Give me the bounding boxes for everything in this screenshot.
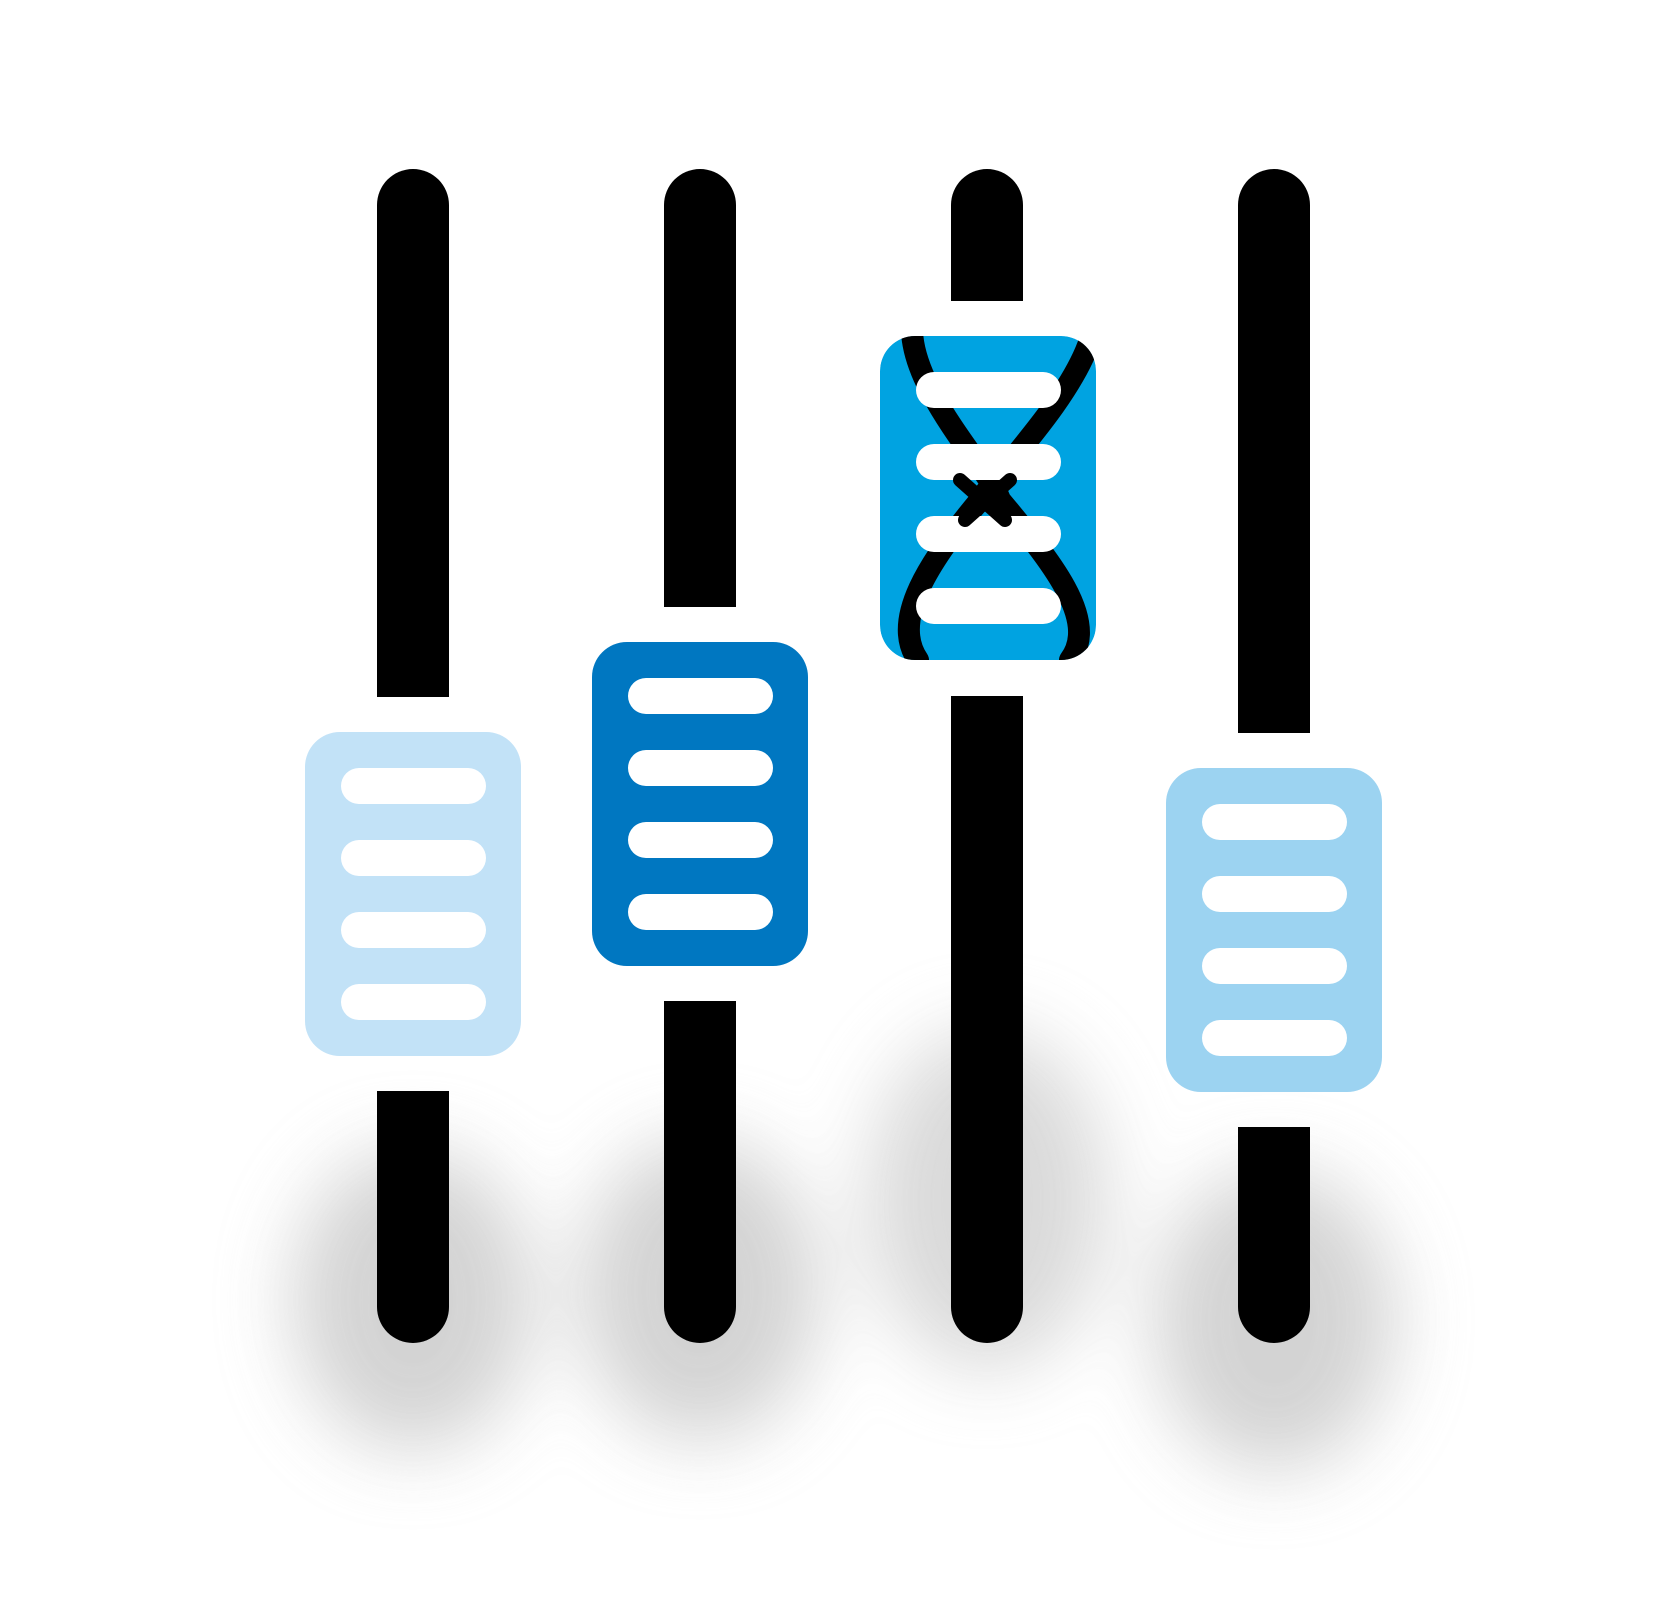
slider-4[interactable]	[1166, 169, 1382, 1343]
slider-track-bottom	[377, 1091, 449, 1343]
knob-groove	[1202, 876, 1347, 912]
knob-groove	[916, 588, 1061, 624]
helix-crossing	[953, 473, 1017, 527]
slider-2[interactable]	[592, 169, 808, 1343]
slider-knob[interactable]	[1166, 768, 1382, 1092]
knob-groove	[916, 372, 1061, 408]
slider-track-bottom	[664, 1001, 736, 1343]
slider-track-top	[951, 169, 1023, 301]
knob-groove	[916, 444, 1061, 480]
knob-groove	[1202, 1020, 1347, 1056]
slider-track-bottom	[1238, 1127, 1310, 1343]
slider-knob[interactable]	[305, 732, 521, 1056]
slider-track-top	[1238, 169, 1310, 733]
knob-groove	[628, 822, 773, 858]
slider-knob-icon[interactable]	[592, 642, 808, 966]
slider-shadows	[293, 1030, 1394, 1470]
knob-groove	[341, 768, 486, 804]
slider-1[interactable]	[305, 169, 521, 1343]
knob-groove	[628, 750, 773, 786]
knob-groove	[1202, 804, 1347, 840]
knob-groove	[628, 678, 773, 714]
slider-knob-icon[interactable]	[1166, 768, 1382, 1092]
slider-track-bottom	[951, 696, 1023, 1343]
dna-helix-icon[interactable]	[870, 326, 1105, 660]
slider-track-top	[377, 169, 449, 697]
knob-groove	[628, 894, 773, 930]
slider-knob[interactable]	[592, 642, 808, 966]
knob-groove	[916, 516, 1061, 552]
knob-groove	[341, 840, 486, 876]
knob-groove	[341, 912, 486, 948]
knob-groove	[1202, 948, 1347, 984]
knob-groove	[341, 984, 486, 1020]
slider-3[interactable]	[870, 169, 1105, 1343]
slider-knob-icon[interactable]	[305, 732, 521, 1056]
slider-track-top	[664, 169, 736, 607]
